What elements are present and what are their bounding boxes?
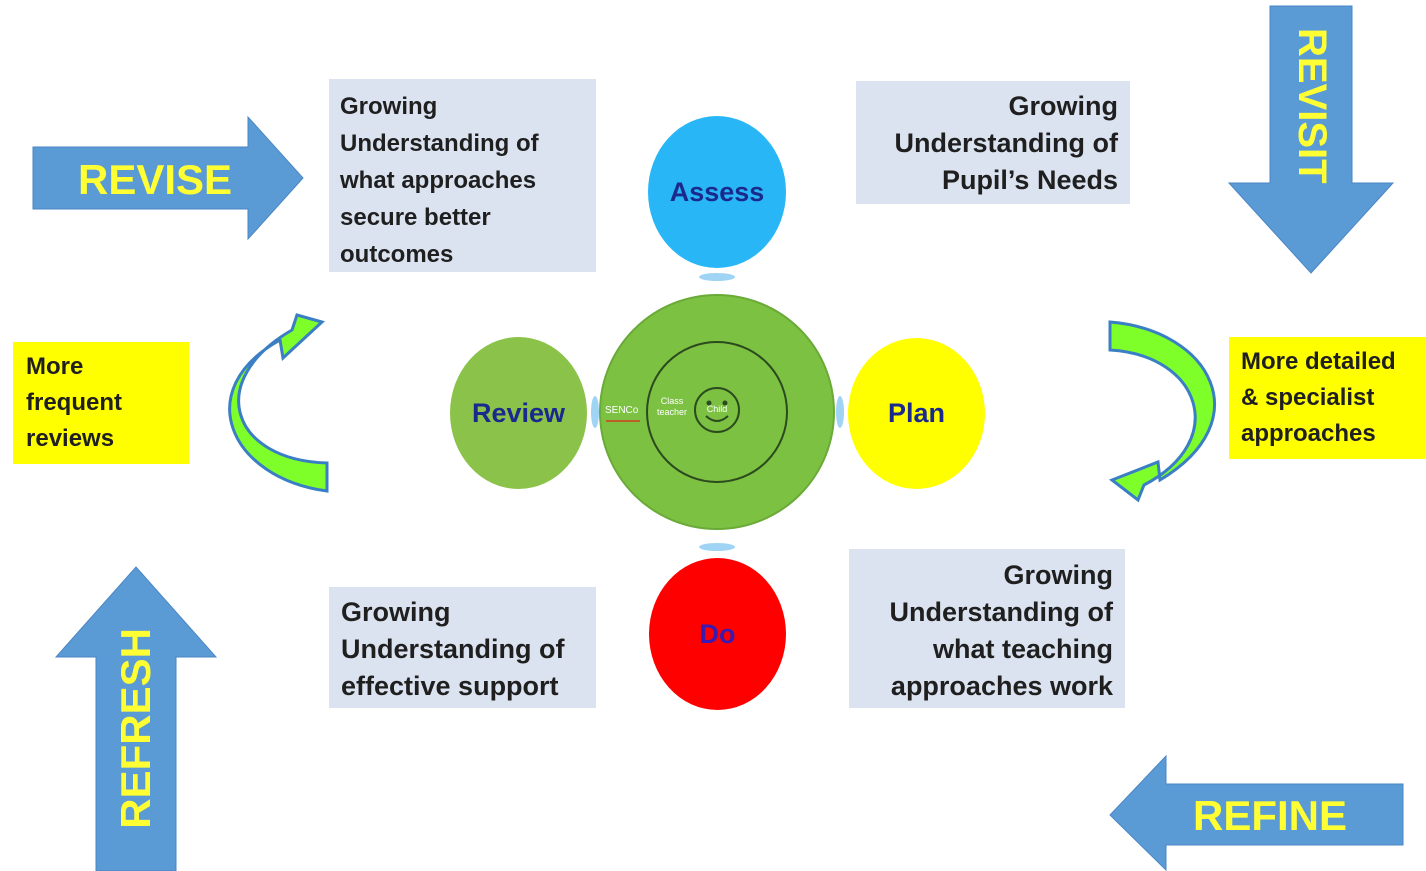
box-teaching-approaches: Growing Understanding of what teaching a… — [849, 549, 1125, 708]
revisit-label: REVISIT — [1290, 28, 1334, 184]
refine-label: REFINE — [1193, 792, 1348, 839]
box-specialist-approaches: More detailed & specialist approaches — [1229, 337, 1426, 459]
plan-label: Plan — [887, 398, 946, 428]
connector-bottom — [699, 543, 735, 551]
do-circle: Do — [649, 558, 786, 710]
refresh-arrow — [54, 566, 218, 871]
assess-circle: Assess — [648, 116, 786, 268]
plan-circle: Plan — [848, 338, 985, 489]
left-curved-arrow — [228, 313, 329, 493]
refresh-label: REFRESH — [112, 628, 159, 829]
revisit-arrow — [1227, 5, 1395, 274]
refine-arrow — [1109, 754, 1404, 871]
connector-top — [699, 273, 735, 281]
smiley-mouth — [705, 415, 729, 422]
smiley-eye-right — [722, 400, 728, 406]
connector-left — [591, 396, 599, 428]
class-teacher-ring — [646, 341, 788, 483]
assess-label: Assess — [669, 176, 765, 207]
box-frequent-reviews: More frequent reviews — [13, 342, 189, 464]
revise-arrow — [32, 115, 304, 241]
box-pupils-needs: Growing Understanding of Pupil’s Needs — [856, 81, 1130, 204]
right-curved-arrow — [1108, 320, 1216, 503]
box-effective-support: Growing Understanding of effective suppo… — [329, 587, 596, 708]
center-circle — [599, 294, 835, 530]
review-label: Review — [471, 397, 566, 428]
review-circle: Review — [450, 337, 587, 489]
class-teacher-label: Class teacher — [656, 396, 688, 417]
child-label: Child — [706, 404, 728, 414]
do-label: Do — [699, 618, 736, 649]
senco-label: SENCo — [605, 405, 639, 416]
connector-right — [836, 396, 844, 428]
box-what-approaches: Growing Understanding of what approaches… — [329, 79, 596, 272]
revise-label: REVISE — [78, 156, 233, 203]
child-ring — [694, 387, 740, 433]
smiley-eye-left — [706, 400, 712, 406]
